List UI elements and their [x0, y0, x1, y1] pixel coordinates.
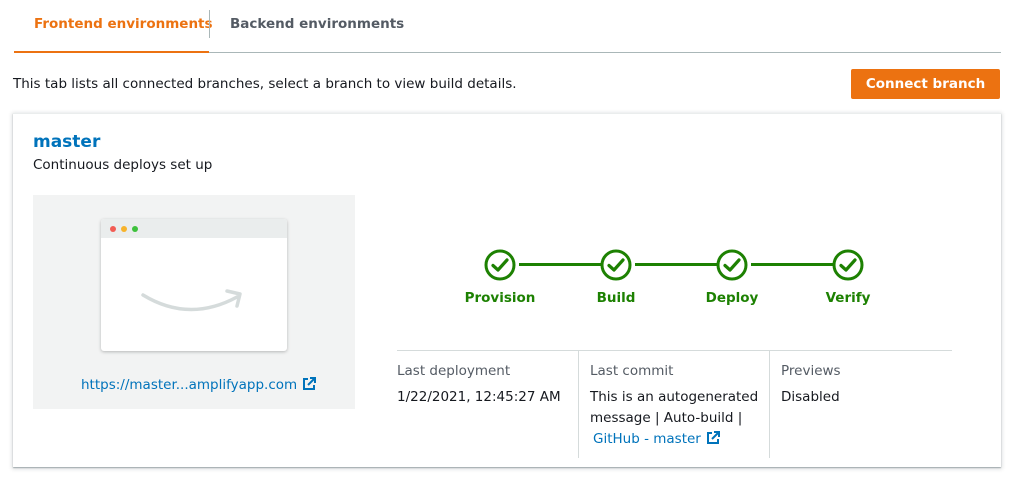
last-deployment-column: Last deployment 1/22/2021, 12:45:27 AM: [397, 351, 578, 458]
stage-build: Build: [566, 249, 666, 306]
amazon-smile-icon: [141, 289, 242, 312]
branch-card: master Continuous deploys set up https:/…: [13, 113, 1001, 467]
stage-label: Provision: [464, 290, 536, 306]
check-circle-icon: [832, 249, 864, 281]
browser-thumbnail[interactable]: [101, 219, 287, 351]
stage-deploy: Deploy: [682, 249, 782, 306]
build-pipeline: Provision Build Deploy Verify: [453, 244, 893, 314]
check-circle-icon: [484, 249, 516, 281]
last-deployment-label: Last deployment: [397, 363, 511, 379]
app-preview-panel: https://master...amplifyapp.com: [33, 195, 355, 409]
tab-divider: [209, 10, 210, 38]
check-circle-icon: [716, 249, 748, 281]
commit-message: This is an autogenerated message | Auto-…: [590, 389, 759, 426]
last-commit-label: Last commit: [590, 363, 674, 379]
browser-titlebar: [101, 219, 287, 238]
last-deployment-value: 1/22/2021, 12:45:27 AM: [397, 389, 561, 405]
stage-label: Build: [596, 290, 636, 306]
stage-label: Deploy: [705, 290, 759, 306]
pipeline-connector: [635, 263, 717, 266]
tab-backend-environments[interactable]: Backend environments: [230, 16, 405, 32]
window-maximize-dot: [132, 226, 138, 232]
external-link-icon: [303, 377, 317, 390]
branch-metadata: Last deployment 1/22/2021, 12:45:27 AM L…: [397, 350, 952, 458]
tab-description: This tab lists all connected branches, s…: [13, 76, 517, 92]
github-commit-link[interactable]: GitHub - master: [593, 431, 720, 447]
connect-branch-button[interactable]: Connect branch: [851, 69, 1000, 99]
external-link-icon: [706, 431, 720, 444]
branch-name-link[interactable]: master: [33, 132, 101, 152]
previews-column: Previews Disabled: [769, 351, 952, 458]
stage-label: Verify: [825, 290, 871, 306]
environment-tabs: Frontend environments Backend environmen…: [14, 0, 1001, 53]
check-circle-icon: [600, 249, 632, 281]
pipeline-connector: [519, 263, 601, 266]
tab-frontend-environments[interactable]: Frontend environments: [14, 0, 213, 53]
stage-provision: Provision: [450, 249, 550, 306]
previews-value: Disabled: [781, 389, 840, 405]
pipeline-connector: [751, 263, 833, 266]
app-url-text: https://master...amplifyapp.com: [81, 377, 298, 393]
last-commit-value: This is an autogenerated message | Auto-…: [590, 387, 769, 450]
stage-verify: Verify: [798, 249, 898, 306]
window-close-dot: [110, 226, 116, 232]
github-link-text: GitHub - master: [593, 431, 701, 447]
last-commit-column: Last commit This is an autogenerated mes…: [578, 351, 769, 458]
window-minimize-dot: [121, 226, 127, 232]
branch-subtitle: Continuous deploys set up: [33, 157, 213, 173]
app-url-link[interactable]: https://master...amplifyapp.com: [81, 377, 317, 393]
previews-label: Previews: [781, 363, 841, 379]
